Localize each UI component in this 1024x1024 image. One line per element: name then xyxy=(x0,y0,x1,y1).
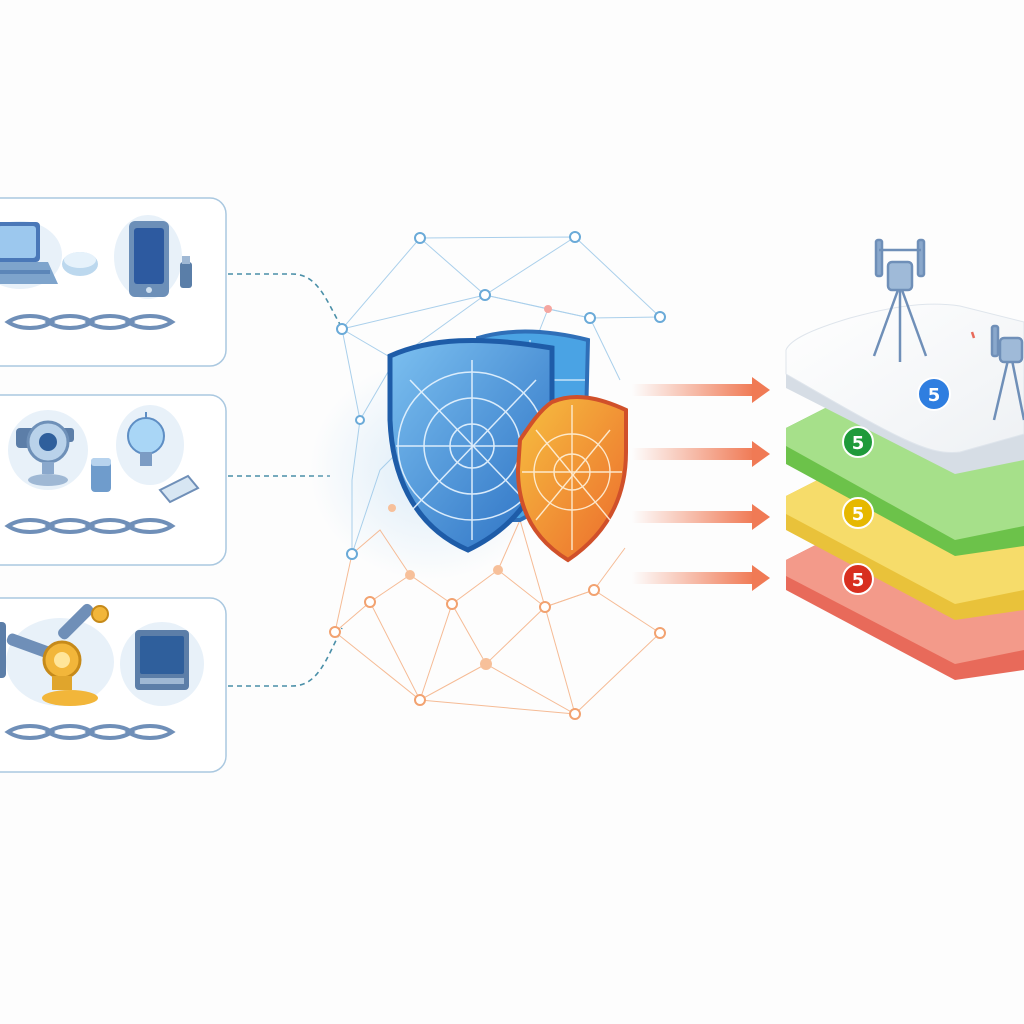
connector-industrial xyxy=(228,627,343,687)
badge-top: 5 xyxy=(917,377,951,411)
badge-green-text: 5 xyxy=(852,433,865,454)
device-panel-smart-home xyxy=(0,394,227,566)
light-bulb-icon xyxy=(116,405,184,485)
badge-green: 5 xyxy=(842,426,874,458)
arrow-2 xyxy=(632,441,770,467)
chain-link-icon xyxy=(4,314,176,330)
chain-link-icon xyxy=(4,724,176,740)
badge-red-text: 5 xyxy=(852,570,865,591)
orange-shield-icon xyxy=(515,394,628,563)
sensor-icon xyxy=(91,458,111,492)
flow-arrows xyxy=(632,377,770,591)
chain-link-icon xyxy=(4,518,176,534)
device-panel-industrial xyxy=(0,597,227,773)
badge-top-text: 5 xyxy=(928,385,941,406)
device-panel-consumer xyxy=(0,197,227,367)
arrow-3 xyxy=(632,504,770,530)
usb-key-icon xyxy=(180,256,192,288)
connector-consumer xyxy=(228,273,343,329)
mouse-icon xyxy=(62,252,98,276)
layer-top xyxy=(785,303,1024,474)
router-icon xyxy=(158,474,200,504)
robotic-arm-icon xyxy=(0,603,114,706)
badge-yellow: 5 xyxy=(842,497,874,529)
monitor-icon xyxy=(120,622,204,706)
layer-red xyxy=(786,530,1024,680)
badge-red: 5 xyxy=(842,563,874,595)
antenna-tower-icon xyxy=(970,324,1024,421)
laptop-icon xyxy=(0,221,62,289)
arrow-1 xyxy=(632,377,770,403)
arrow-4 xyxy=(632,565,770,591)
tablet-icon xyxy=(114,215,182,299)
badge-yellow-text: 5 xyxy=(852,504,865,525)
security-camera-icon xyxy=(8,410,88,490)
antenna-tower-icon xyxy=(872,238,928,362)
layer-stack: 5 5 5 5 xyxy=(785,238,1024,680)
